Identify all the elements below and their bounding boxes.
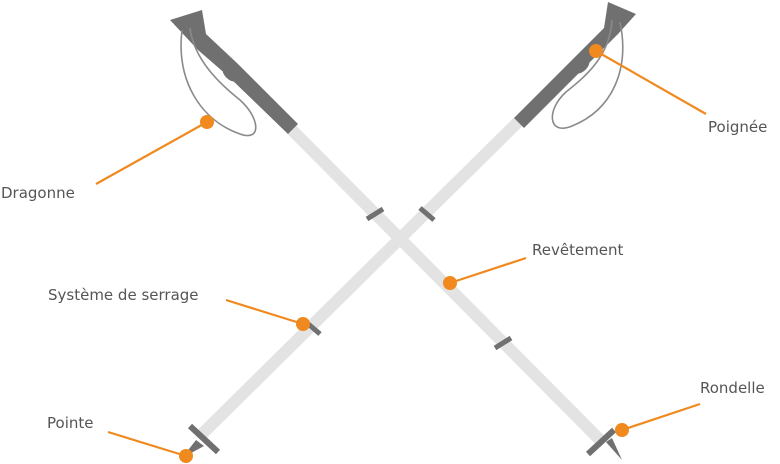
leader-rondelle xyxy=(621,402,701,432)
leader-revetement xyxy=(449,256,527,285)
dot-systeme xyxy=(296,317,310,331)
pole1-clamp-lower xyxy=(493,335,513,351)
dot-poignee xyxy=(589,44,603,58)
leader-systeme xyxy=(225,298,304,326)
pole1-basket xyxy=(585,427,617,457)
dot-dragonne xyxy=(200,115,214,129)
pole2-strap xyxy=(551,19,624,129)
pole2-grip-collar xyxy=(570,54,590,74)
label-poignee: Poignée xyxy=(708,118,768,136)
label-rondelle: Rondelle xyxy=(700,379,765,397)
label-pointe: Pointe xyxy=(47,414,94,432)
pole1-grip-collar xyxy=(222,62,242,82)
pole1-clamp-upper xyxy=(365,206,385,222)
dot-rondelle xyxy=(615,423,629,437)
pole1-tip xyxy=(606,438,622,460)
pole2-shaft xyxy=(195,117,523,441)
dot-revetement xyxy=(443,276,457,290)
pole2-clamp-upper xyxy=(418,206,436,222)
callout-dots xyxy=(179,44,629,463)
leader-pointe xyxy=(107,430,187,458)
dot-pointe xyxy=(179,449,193,463)
callout-leaders xyxy=(95,50,707,458)
leader-dragonne xyxy=(95,121,208,185)
leader-poignee xyxy=(595,50,707,115)
label-revetement: Revêtement xyxy=(532,241,624,259)
label-dragonne: Dragonne xyxy=(1,184,75,202)
pole-right-handle xyxy=(182,2,636,458)
pole1-strap xyxy=(180,27,257,137)
label-systeme: Système de serrage xyxy=(48,286,199,304)
pole2-basket xyxy=(187,423,221,455)
